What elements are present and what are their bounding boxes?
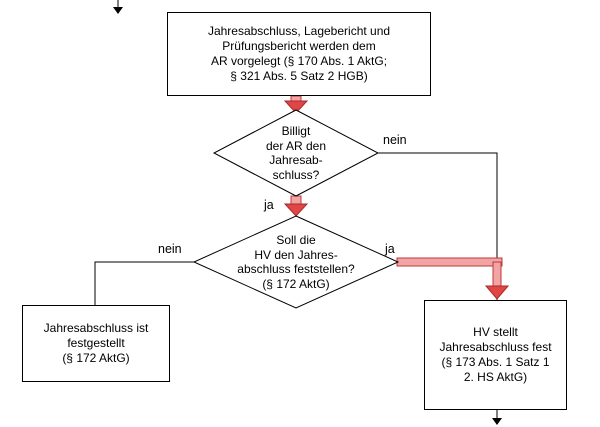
- red-arrow-3-head-icon: [484, 285, 510, 300]
- decision-hv-diamond: [192, 215, 400, 309]
- exit-arrow-head-icon: [492, 418, 502, 425]
- decision-hv-label: Soll die HV den Jahres- abschluss festst…: [237, 233, 355, 291]
- edge-label-hv-nein: nein: [158, 242, 182, 256]
- node-hv-feststellung-box: HV stellt Jahresabschluss fest (§ 173 Ab…: [424, 300, 567, 410]
- edge-label-ar-ja: ja: [264, 198, 274, 212]
- node-vorlage-box: Jahresabschluss, Lagebericht und Prüfung…: [167, 12, 431, 96]
- red-arrow-3-hbody: [396, 257, 503, 267]
- connector-ar-nein: [378, 152, 498, 300]
- red-arrow-1-head-icon: [283, 100, 309, 114]
- edge-label-hv-ja: ja: [385, 242, 395, 256]
- red-arrow-3-vbody: [492, 261, 502, 288]
- edge-label-ar-nein: nein: [383, 133, 407, 147]
- entry-arrow-head-icon: [113, 7, 123, 14]
- red-arrow-2-head-icon: [283, 203, 309, 217]
- connector-hv-nein: [94, 261, 194, 306]
- decision-ar-diamond: [212, 109, 380, 197]
- node-festgestellt-box: Jahresabschluss ist festgestellt (§ 172 …: [22, 305, 170, 382]
- decision-ar-label: Billigt der AR den Jahresab- schluss?: [265, 124, 327, 182]
